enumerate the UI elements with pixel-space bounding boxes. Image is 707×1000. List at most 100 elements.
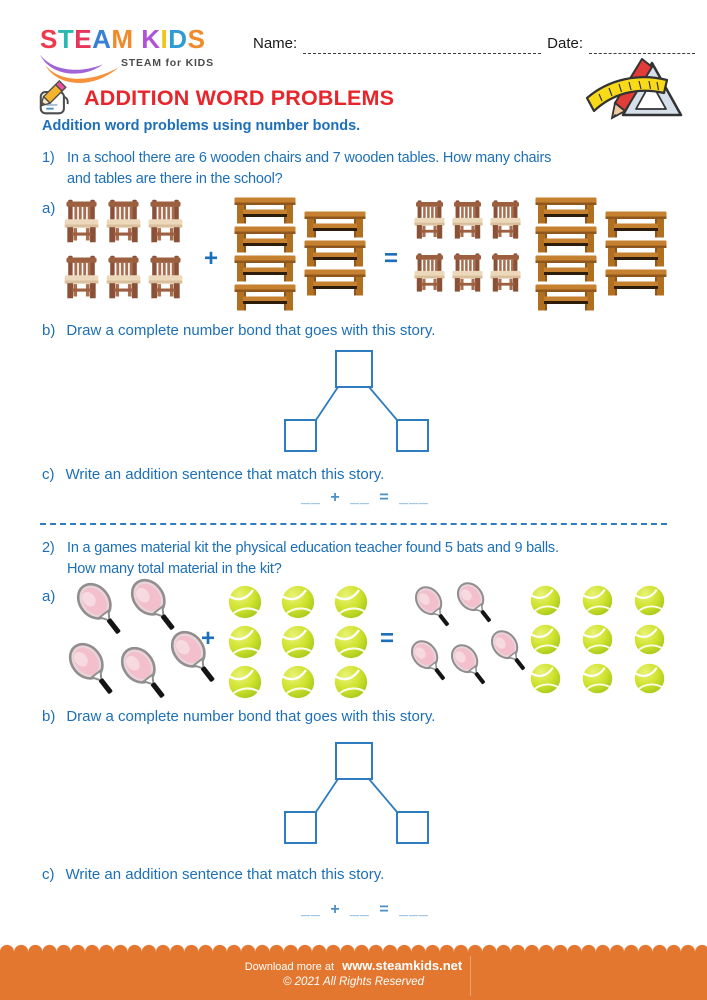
equals-sign-1: =: [384, 245, 399, 272]
chair-icon: [452, 200, 483, 239]
chair-icon: [414, 253, 445, 292]
logo-letter: K: [141, 24, 161, 54]
logo-letter: S: [40, 24, 58, 54]
part-b-label-1: b): [42, 322, 56, 339]
logo-letter: T: [57, 24, 75, 54]
table-icon: [535, 197, 597, 224]
name-blank-line: [303, 38, 542, 54]
dashed-separator: [40, 523, 667, 525]
balls-group-left: [228, 585, 368, 699]
part-c-text-2: Write an addition sentence that match th…: [65, 866, 385, 883]
chair-icon: [64, 199, 99, 243]
plus-sign-2: +: [201, 625, 216, 652]
part-b-line-2: b) Draw a complete number bond that goes…: [42, 708, 435, 725]
question-1-line-1: In a school there are 6 wooden chairs an…: [67, 150, 552, 166]
tennis-ball-icon: [281, 585, 315, 619]
chair-icon: [106, 199, 141, 243]
tennis-racket-icon: [490, 630, 526, 671]
tennis-ball-icon: [334, 625, 368, 659]
table-icon: [234, 284, 296, 311]
chair-icon: [148, 199, 183, 243]
tennis-ball-icon: [582, 663, 613, 694]
table-icon: [535, 284, 597, 311]
question-2: 2) In a games material kit the physical …: [42, 538, 559, 580]
footer-copyright: © 2021 All Rights Reserved: [282, 976, 424, 988]
table-icon: [234, 226, 296, 253]
number-bond-diagram-1: [284, 350, 429, 452]
chair-icon: [490, 253, 521, 292]
logo-letter: I: [160, 24, 169, 54]
equals-sign-2: =: [380, 625, 395, 652]
part-c-text-1: Write an addition sentence that match th…: [65, 466, 385, 483]
logo-letter: A: [92, 24, 112, 54]
question-1-line-2: and tables are there in the school?: [67, 171, 283, 187]
date-label: Date:: [547, 35, 583, 52]
part-b-line-1: b) Draw a complete number bond that goes…: [42, 322, 435, 339]
part-a-label-2: a): [42, 588, 56, 605]
question-1-number: 1): [42, 150, 55, 166]
tennis-ball-icon: [334, 665, 368, 699]
tennis-ball-icon: [634, 624, 665, 655]
table-icon: [304, 211, 366, 238]
tennis-ball-icon: [281, 665, 315, 699]
logo-letter: D: [168, 24, 188, 54]
logo-letters: STEAM KIDS: [40, 24, 250, 54]
chair-icon: [64, 255, 99, 299]
part-c-line-1: c) Write an addition sentence that match…: [42, 466, 384, 483]
part-b-text-1: Draw a complete number bond that goes wi…: [66, 322, 436, 339]
table-icon: [605, 211, 667, 238]
tennis-ball-icon: [634, 663, 665, 694]
tennis-ball-icon: [530, 624, 561, 655]
tennis-ball-icon: [228, 625, 262, 659]
table-icon: [605, 269, 667, 296]
part-c-label-2: c): [42, 866, 55, 883]
question-2-number: 2): [42, 540, 55, 556]
tennis-ball-icon: [281, 625, 315, 659]
worksheet-subtitle: Addition word problems using number bond…: [42, 118, 361, 134]
tables-group-left: [233, 197, 367, 311]
table-icon: [304, 269, 366, 296]
number-bond-diagram-2: [284, 742, 429, 844]
tennis-racket-icon: [450, 644, 486, 685]
part-b-text-2: Draw a complete number bond that goes wi…: [66, 708, 436, 725]
logo-letter: M: [111, 24, 134, 54]
tennis-racket-icon: [130, 578, 175, 630]
addition-sentence-blank-2: __ + __ = ___: [301, 901, 429, 918]
logo-letter: S: [187, 24, 206, 54]
tennis-racket-icon: [68, 642, 113, 694]
part-c-label-1: c): [42, 466, 55, 483]
pencil-paper-icon: [39, 80, 69, 115]
tennis-ball-icon: [334, 585, 368, 619]
tennis-racket-icon: [410, 640, 446, 681]
rackets-group-left: [58, 578, 243, 705]
rackets-group-result: [404, 582, 554, 702]
tennis-racket-icon: [456, 582, 492, 623]
question-2-line-2: How many total material in the kit?: [67, 561, 282, 577]
table-icon: [535, 226, 597, 253]
page-title: ADDITION WORD PROBLEMS: [84, 86, 395, 110]
name-label: Name:: [253, 35, 298, 52]
addition-sentence-blank-1: __ + __ = ___: [301, 489, 429, 506]
footer-scallop-edge: [0, 942, 707, 952]
tennis-racket-icon: [76, 582, 121, 634]
table-icon: [535, 255, 597, 282]
title-row: ADDITION WORD PROBLEMS: [38, 80, 394, 117]
part-a-label-1: a): [42, 200, 56, 217]
footer-bar: Download more at www.steamkids.net © 202…: [0, 952, 707, 1000]
footer-website: www.steamkids.net: [342, 958, 463, 973]
footer: Download more at www.steamkids.net © 202…: [0, 942, 707, 1000]
tennis-ball-icon: [228, 665, 262, 699]
tennis-ball-icon: [582, 585, 613, 616]
chair-icon: [148, 255, 183, 299]
part-c-line-2: c) Write an addition sentence that match…: [42, 866, 384, 883]
tennis-ball-icon: [228, 585, 262, 619]
footer-divider: [470, 956, 471, 996]
tennis-racket-icon: [120, 646, 165, 698]
question-1: 1) In a school there are 6 wooden chairs…: [42, 148, 551, 190]
part-b-label-2: b): [42, 708, 56, 725]
logo-swoosh-icon: [40, 54, 119, 83]
tennis-racket-icon: [414, 586, 450, 627]
tennis-racket-icon: [170, 630, 215, 682]
plus-sign-1: +: [204, 245, 219, 272]
logo-letter: E: [74, 24, 93, 54]
